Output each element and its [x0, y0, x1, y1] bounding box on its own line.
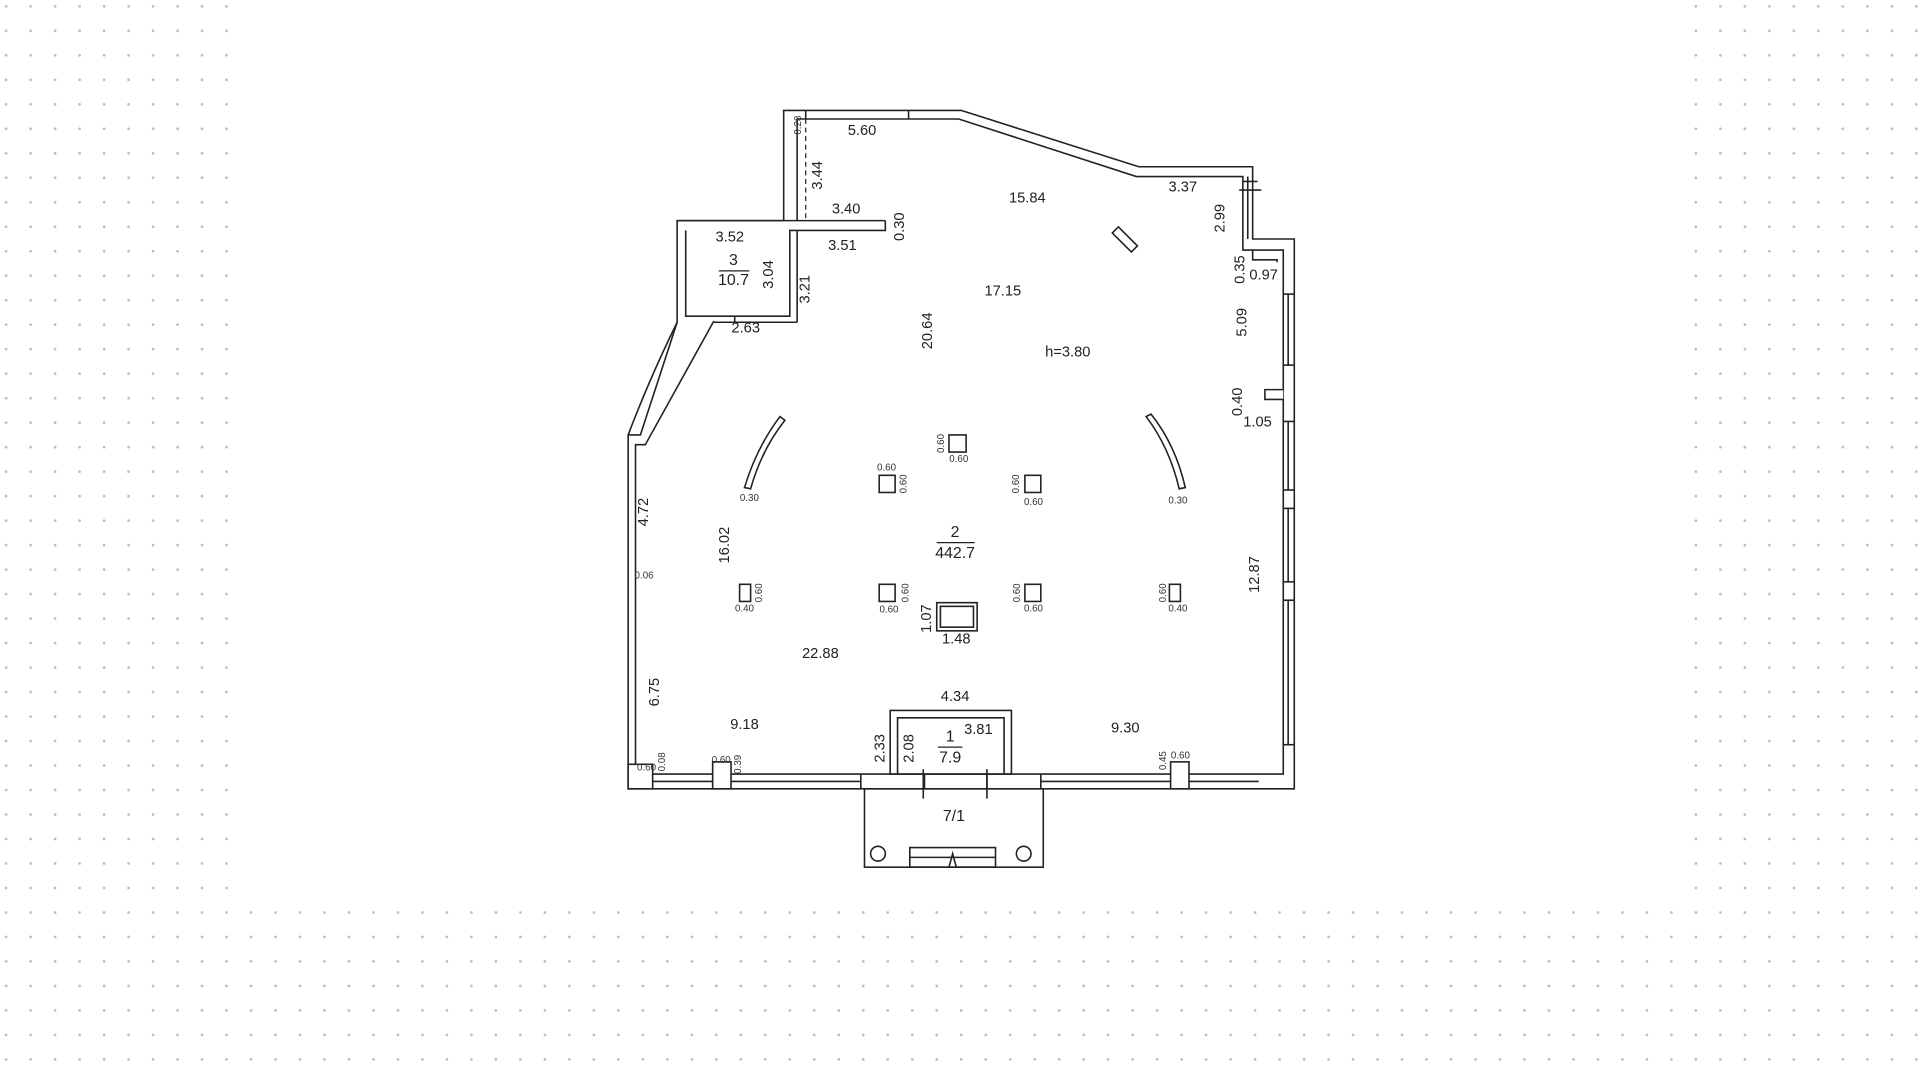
dim-label: 0.30	[740, 493, 760, 504]
dim-label: 5.09	[1235, 308, 1251, 337]
dim-label: 0.60	[936, 433, 947, 453]
walls	[627, 109, 1296, 868]
dim-label: 0.60	[712, 755, 732, 766]
dim-label: 0.60	[1024, 497, 1044, 508]
dim-label: 9.30	[1111, 721, 1140, 737]
dim-label: 0.60	[637, 763, 657, 774]
dim-label: 1.07	[919, 604, 935, 633]
room-3-number: 3	[729, 252, 738, 269]
room-3-area: 10.7	[718, 272, 749, 289]
dim-label: 3.40	[832, 201, 861, 217]
porch-details	[869, 845, 1032, 868]
dim-label: 12.87	[1247, 556, 1263, 593]
dim-label: 4.34	[941, 689, 970, 705]
dim-label: 5.60	[848, 123, 877, 139]
dim-label: 3.04	[761, 260, 777, 289]
dim-label: 0.35	[1232, 255, 1248, 284]
dim-label: 0.39	[733, 755, 744, 774]
dim-label: 1.48	[942, 631, 971, 647]
dim-label: 20.64	[920, 312, 936, 349]
dim-label: 0.60	[901, 583, 912, 603]
dim-label: 2.63	[731, 320, 760, 336]
dim-label: 0.60	[1012, 583, 1023, 603]
room-labels: 3 10.7 2 442.7 1 7.9 h=3.80 7/1	[718, 252, 1090, 825]
dim-label: 0.60	[1158, 583, 1169, 603]
dim-label: 6.75	[647, 678, 663, 707]
dimension-labels: 0.28 5.60 3.44 3.40 0.30 15.84 3.37 2.99…	[635, 115, 1278, 763]
dim-label: 15.84	[1009, 190, 1046, 206]
dim-label: 3.44	[810, 161, 826, 190]
small-dimension-labels: 0.60 0.60 0.60 0.60 0.60 0.60 0.30 0.30 …	[637, 433, 1190, 773]
dim-label: 0.40	[1230, 388, 1246, 417]
dim-label: 4.72	[636, 498, 652, 527]
dim-label: 22.88	[802, 646, 839, 662]
dim-label: 1.05	[1243, 415, 1272, 431]
dim-label: 0.30	[892, 212, 908, 241]
room-2-area: 442.7	[935, 545, 975, 562]
room-1-area: 7.9	[939, 749, 961, 766]
dim-label: 3.52	[715, 230, 744, 246]
room-1-number: 1	[946, 729, 955, 746]
dim-label: 0.60	[1171, 750, 1191, 761]
dim-label: 0.60	[877, 463, 897, 474]
room-2-number: 2	[951, 524, 960, 541]
dim-label: 0.30	[1168, 496, 1188, 507]
ceiling-height-label: h=3.80	[1045, 345, 1090, 361]
dim-label: 3.21	[798, 275, 814, 304]
dim-label: 17.15	[984, 284, 1021, 300]
dim-label: 9.18	[730, 717, 759, 733]
dim-label: 16.02	[717, 527, 733, 564]
porch-label: 7/1	[943, 808, 965, 825]
dim-label: 0.60	[1011, 474, 1022, 494]
dim-label: 2.33	[872, 734, 888, 763]
dim-label: 0.60	[754, 583, 765, 603]
columns	[738, 225, 1187, 632]
dim-label: 0.28	[793, 115, 804, 135]
dim-label: 0.60	[879, 605, 899, 616]
dim-label: 2.08	[902, 734, 918, 763]
dim-label: 3.81	[964, 722, 993, 738]
dim-label: 3.37	[1169, 179, 1198, 195]
dim-label: 0.60	[949, 454, 969, 465]
dim-label: 0.08	[657, 752, 668, 772]
dim-label: 0.60	[898, 474, 909, 494]
dim-label: 0.45	[1158, 751, 1169, 771]
dim-label: 0.97	[1249, 268, 1278, 284]
dim-label: 0.06	[635, 570, 655, 581]
dim-label: 2.99	[1213, 204, 1229, 233]
dim-label: 3.51	[828, 238, 857, 254]
dim-label: 0.40	[1168, 603, 1188, 614]
dim-label: 0.60	[1024, 603, 1044, 614]
dim-label: 0.40	[735, 603, 755, 614]
